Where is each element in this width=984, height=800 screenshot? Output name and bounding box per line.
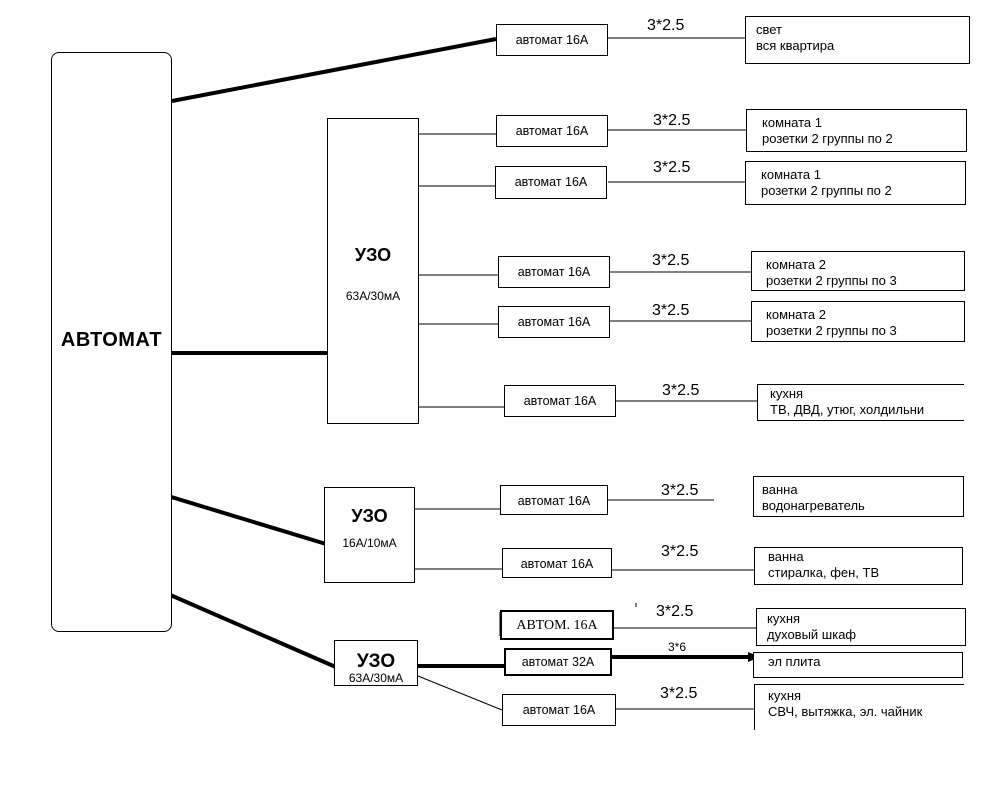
main-breaker-label: АВТОМАТ [60,329,163,351]
cable-label: 3*2.5 [662,382,700,399]
load-line1: кухня [770,386,804,401]
rcd-unit: УЗО 63А/30мА [327,118,419,424]
breaker: автомат 16А [502,548,612,578]
load-line2: духовый шкаф [767,627,857,642]
breaker: автомат 16А [498,306,610,338]
feeder-wire [167,494,327,546]
load-box: кухня ТВ, ДВД, утюг, холдильни [757,384,964,421]
rcd-label: УЗО [356,651,396,672]
load-line2: розетки 2 группы по 3 [766,323,897,338]
load-line2: СВЧ, вытяжка, эл. чайник [768,704,923,719]
cable-label: 3*2.5 [647,17,685,34]
rcd-label: УЗО [354,245,392,265]
cable-label: 3*2.5 [661,543,699,560]
rcd-unit: УЗО 63А/30мА [334,640,418,686]
breaker: автомат 16А [504,385,616,417]
cable-label: 3*2.5 [652,302,690,319]
load-box: комната 1 розетки 2 группы по 2 [746,109,967,152]
load-box: комната 2 розетки 2 группы по 3 [751,251,965,291]
load-box: свет вся квартира [745,16,970,64]
load-box: ванна водонагреватель [753,476,964,517]
load-line2: ТВ, ДВД, утюг, холдильни [770,402,925,417]
rcd-rating: 16А/10мА [342,536,397,550]
breaker: автомат 16А [500,485,608,515]
cable-label: 3*2.5 [656,603,694,620]
breaker: автомат 16А [496,115,608,147]
load-line2: розетки 2 группы по 3 [766,273,897,288]
rcd-rating: 63А/30мА [345,289,401,303]
load-line2: розетки 2 группы по 2 [761,183,892,198]
load-box: кухня СВЧ, вытяжка, эл. чайник [754,684,964,730]
load-box: ванна стиралка, фен, ТВ [754,547,963,585]
load-line1: кухня [767,611,801,626]
cable-label: 3*2.5 [653,112,691,129]
breaker: автомат 32А [504,648,612,676]
breaker: автомат 16А [496,24,608,56]
cable-label: 3*2.5 [660,685,698,702]
load-line2: вся квартира [756,38,835,53]
load-line1: свет [756,22,783,37]
feeder-wire [171,37,497,103]
load-box: комната 2 розетки 2 группы по 3 [751,301,965,342]
breaker: автомат 16А [495,166,607,199]
main-breaker: АВТОМАТ [51,52,172,632]
load-line1: комната 2 [766,307,827,322]
load-box: кухня духовый шкаф [756,608,966,646]
cable-label: 3*2.5 [653,159,691,176]
load-line2: розетки 2 группы по 2 [762,131,893,146]
load-line1: комната 2 [766,257,827,272]
load-line1: ванна [762,482,798,497]
load-line1: кухня [768,688,802,703]
load-line2: стиралка, фен, ТВ [768,565,880,580]
cable-label: 3*2.5 [652,252,690,269]
load-line1: комната 1 [761,167,822,182]
rcd-unit: УЗО 16А/10мА [324,487,415,583]
load-line2: водонагреватель [762,498,865,513]
breaker: автомат 16А [498,256,610,288]
load-box: эл плита [753,652,963,678]
breaker: автомат 16А [502,694,616,726]
load-box: комната 1 розетки 2 группы по 2 [745,161,966,205]
rcd-rating: 63А/30мА [348,671,404,685]
cable-label: 3*2.5 [661,482,699,499]
breaker: АВТОМ. 16А [500,610,614,640]
rcd-label: УЗО [351,506,388,526]
feeder-wire [167,592,339,670]
cable-label: 3*6 [668,640,687,654]
load-line1: комната 1 [762,115,823,130]
load-line1: ванна [768,549,804,564]
load-line1: эл плита [768,654,821,669]
